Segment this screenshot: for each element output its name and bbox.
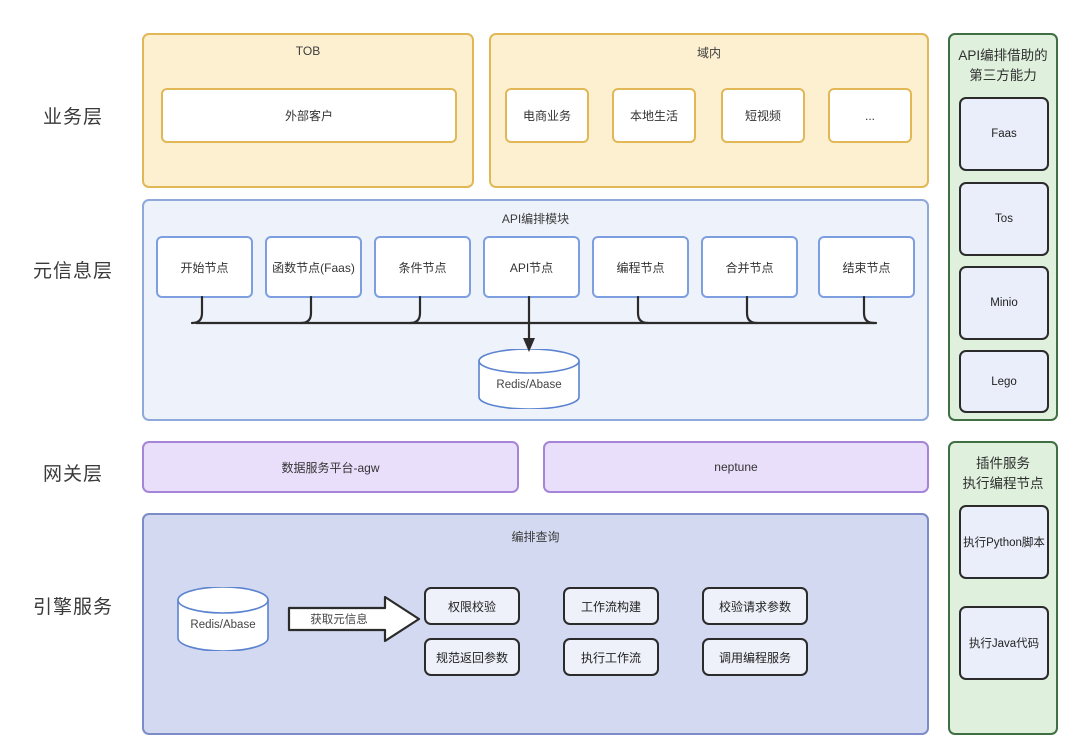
- side-item-faas[interactable]: Faas: [959, 97, 1049, 171]
- engine-panel: 编排查询 Redis/Abase 获取元信息 权限校验 工作流构建 校验请求参数…: [142, 513, 929, 735]
- engine-cap-auth-check[interactable]: 权限校验: [424, 587, 520, 625]
- side-panel-plugin-service: 插件服务 执行编程节点 执行Python脚本 执行Java代码: [948, 441, 1058, 735]
- business-group-tob-title: TOB: [295, 44, 321, 58]
- business-item-external-customer[interactable]: 外部客户: [161, 88, 457, 143]
- engine-panel-title: 编排查询: [511, 530, 560, 544]
- business-group-domain-title: 域内: [696, 46, 721, 60]
- engine-store-cylinder: Redis/Abase: [176, 586, 270, 652]
- engine-cap-call-program-svc[interactable]: 调用编程服务: [702, 638, 808, 676]
- layer-label-gateway: 网关层: [42, 464, 103, 485]
- meta-panel: API编排模块 开始节点 函数节点(Faas) 条件节点 API节点 编程节点 …: [142, 199, 929, 421]
- engine-store-label: Redis/Abase: [190, 619, 256, 631]
- meta-node-function[interactable]: 函数节点(Faas): [265, 236, 362, 298]
- engine-cap-normalize-return[interactable]: 规范返回参数: [424, 638, 520, 676]
- meta-node-merge[interactable]: 合并节点: [701, 236, 798, 298]
- side-item-run-python[interactable]: 执行Python脚本: [959, 505, 1049, 579]
- fetch-metainfo-arrow-icon: 获取元信息: [287, 595, 421, 643]
- engine-cap-execute-workflow[interactable]: 执行工作流: [563, 638, 659, 676]
- business-group-domain: 域内 电商业务 本地生活 短视频 ...: [489, 33, 929, 188]
- side-panel-third-party-title-line2: 第三方能力: [969, 68, 1037, 83]
- meta-node-program[interactable]: 编程节点: [592, 236, 689, 298]
- meta-node-api[interactable]: API节点: [483, 236, 580, 298]
- side-item-lego[interactable]: Lego: [959, 350, 1049, 413]
- engine-cap-workflow-build[interactable]: 工作流构建: [563, 587, 659, 625]
- side-panel-third-party-title-line1: API编排借助的: [958, 48, 1048, 63]
- layer-label-engine: 引擎服务: [32, 597, 113, 618]
- meta-node-condition[interactable]: 条件节点: [374, 236, 471, 298]
- side-panel-plugin-title-line1: 插件服务: [976, 456, 1030, 471]
- layer-label-meta: 元信息层: [32, 261, 113, 282]
- meta-node-start[interactable]: 开始节点: [156, 236, 253, 298]
- meta-store-label: Redis/Abase: [496, 379, 562, 391]
- meta-store-cylinder: Redis/Abase: [477, 348, 581, 410]
- business-item-ecommerce[interactable]: 电商业务: [505, 88, 589, 143]
- business-item-local-life[interactable]: 本地生活: [612, 88, 696, 143]
- side-item-run-java[interactable]: 执行Java代码: [959, 606, 1049, 680]
- gateway-box-agw[interactable]: 数据服务平台-agw: [142, 441, 519, 493]
- business-item-short-video[interactable]: 短视频: [721, 88, 805, 143]
- side-panel-plugin-title-line2: 执行编程节点: [962, 476, 1044, 491]
- meta-panel-title: API编排模块: [501, 212, 570, 226]
- business-group-tob: TOB 外部客户: [142, 33, 474, 188]
- meta-node-end[interactable]: 结束节点: [818, 236, 915, 298]
- business-item-more[interactable]: ...: [828, 88, 912, 143]
- side-item-tos[interactable]: Tos: [959, 182, 1049, 256]
- engine-cap-validate-params[interactable]: 校验请求参数: [702, 587, 808, 625]
- layer-label-business: 业务层: [42, 107, 103, 128]
- side-panel-third-party: API编排借助的 第三方能力 Faas Tos Minio Lego: [948, 33, 1058, 421]
- fetch-metainfo-label: 获取元信息: [310, 614, 368, 626]
- side-item-minio[interactable]: Minio: [959, 266, 1049, 340]
- gateway-box-neptune[interactable]: neptune: [543, 441, 929, 493]
